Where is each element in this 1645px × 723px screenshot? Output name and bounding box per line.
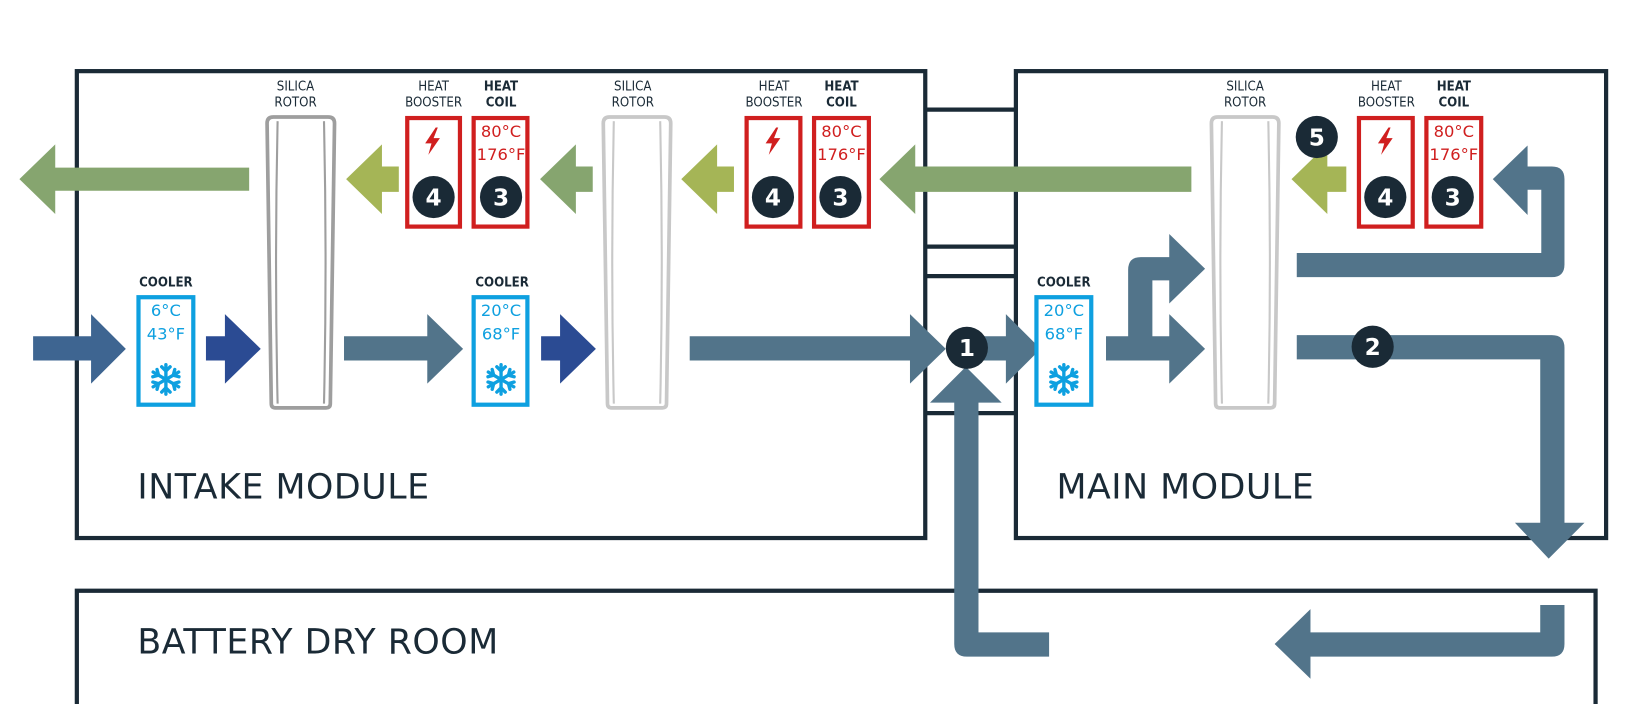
badge-3: [819, 176, 862, 219]
cooler-1: COOLER 6°C 43°F: [136, 276, 196, 407]
badge-4: [751, 176, 795, 219]
coil-temp-c: 80°C: [481, 122, 521, 141]
intake-module-label: INTAKE MODULE: [137, 468, 429, 508]
heat-coil-2: HEAT COIL 80°C 176°F 3: [811, 80, 871, 229]
cooler-label: COOLER: [1037, 276, 1091, 291]
coil-label: COIL: [826, 95, 857, 110]
rotor-label: ROTOR: [274, 95, 316, 110]
dry-air-arrow: [205, 314, 261, 384]
coil-temp-f: 176°F: [477, 145, 526, 164]
badge-4: [412, 176, 455, 219]
intake-module-box: [74, 69, 928, 541]
badge-1: 1: [945, 326, 988, 369]
process-air-arrow: [980, 314, 1041, 384]
battery-dry-room-box: [74, 588, 1598, 705]
process-air-arrow: [689, 314, 946, 384]
exhaust-arrow: [540, 144, 593, 214]
rotor-label: ROTOR: [612, 95, 654, 110]
heat-coil-1: HEAT COIL 80°C 176°F 3: [471, 80, 530, 229]
badge-3-label: 3: [493, 185, 509, 212]
coil-label: COIL: [486, 95, 517, 110]
heat-booster-1: HEAT BOOSTER 4: [405, 80, 462, 229]
silica-rotor-1: SILICA ROTOR: [265, 80, 337, 410]
coil-label: HEAT: [824, 80, 859, 95]
cooler-label: COOLER: [139, 276, 193, 291]
badge-4-label: 4: [1377, 185, 1393, 212]
rotor-label: ROTOR: [1224, 95, 1266, 110]
cooler-temp-c: 20°C: [1044, 301, 1084, 320]
return-air-arrow: [1274, 604, 1565, 679]
dry-air-arrow: [541, 314, 596, 384]
badge-4: [1364, 176, 1407, 219]
cooler-temp-c: 20°C: [481, 301, 521, 320]
silica-rotor-2: SILICA ROTOR: [601, 80, 673, 410]
coil-temp-f: 176°F: [1429, 145, 1478, 164]
coil-label: HEAT: [484, 80, 519, 95]
badge-5-label: 5: [1309, 124, 1325, 151]
cooler-temp-c: 6°C: [151, 301, 181, 320]
booster-label: HEAT: [759, 80, 790, 95]
heat-booster-3: HEAT BOOSTER 4: [1356, 80, 1415, 229]
booster-label: BOOSTER: [1358, 95, 1415, 110]
coil-temp-c: 80°C: [1434, 122, 1474, 141]
airflow-arrows: [19, 144, 1585, 679]
badge-3-label: 3: [832, 185, 848, 212]
cooler-label: COOLER: [475, 276, 529, 291]
coil-label: HEAT: [1437, 80, 1472, 95]
coil-temp-c: 80°C: [821, 122, 861, 141]
battery-dry-room-label: BATTERY DRY ROOM: [137, 622, 498, 662]
exhaust-arrow: [19, 144, 250, 214]
booster-label: BOOSTER: [746, 95, 803, 110]
badge-2: 2: [1351, 325, 1394, 368]
cooler-2: COOLER 20°C 68°F: [471, 276, 530, 407]
badge-3-label: 3: [1445, 185, 1461, 212]
module-outlines: [74, 69, 1609, 705]
rotor-label: SILICA: [614, 80, 651, 95]
cooler-3: COOLER 20°C 68°F: [1034, 276, 1094, 407]
main-module-label: MAIN MODULE: [1056, 468, 1314, 508]
badge-2-label: 2: [1365, 334, 1381, 361]
regeneration-loop-arrow: [1296, 145, 1565, 278]
hot-air-arrow: [346, 144, 399, 214]
badge-5: 5: [1295, 115, 1338, 159]
supply-air-arrow: [1296, 335, 1585, 559]
hot-air-arrow: [681, 144, 734, 214]
booster-label: HEAT: [418, 80, 449, 95]
cooler-temp-f: 68°F: [1045, 324, 1083, 343]
return-air-up-arrow: [930, 366, 1050, 657]
rotor-label: SILICA: [1226, 80, 1263, 95]
heat-coil-3: HEAT COIL 80°C 176°F 3: [1424, 80, 1484, 229]
cooler-temp-f: 43°F: [147, 324, 185, 343]
booster-label: BOOSTER: [405, 95, 462, 110]
badge-3: [1431, 176, 1474, 219]
split-air-arrow: [1106, 233, 1206, 384]
coil-label: COIL: [1438, 95, 1469, 110]
outside-air-arrow: [33, 314, 126, 384]
process-air-arrow: [344, 314, 464, 384]
coil-temp-f: 176°F: [817, 145, 866, 164]
badge-3: [479, 176, 523, 219]
exhaust-arrow: [879, 144, 1192, 214]
silica-rotor-3: SILICA ROTOR: [1209, 80, 1281, 410]
rotor-label: SILICA: [277, 80, 314, 95]
heat-booster-2: HEAT BOOSTER 4: [744, 80, 803, 229]
badge-4-label: 4: [426, 185, 442, 212]
badge-1-label: 1: [959, 335, 975, 362]
booster-label: HEAT: [1371, 80, 1402, 95]
hot-air-arrow: [1291, 144, 1347, 214]
main-module-box: [1013, 69, 1609, 541]
cooler-temp-f: 68°F: [482, 324, 520, 343]
badge-4-label: 4: [765, 185, 781, 212]
